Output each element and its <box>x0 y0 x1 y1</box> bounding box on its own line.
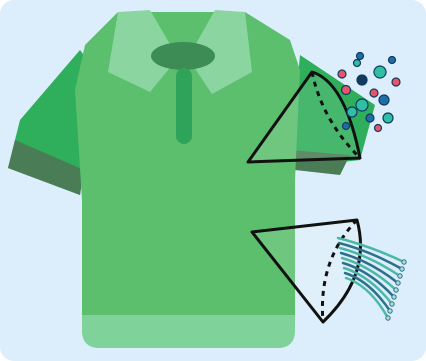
fiber-end <box>400 267 404 271</box>
fiber-end <box>388 309 392 313</box>
particle <box>357 75 367 85</box>
particle <box>347 107 357 117</box>
shirt-hem <box>82 315 295 348</box>
particle <box>389 57 396 64</box>
fiber-end <box>394 288 398 292</box>
particle <box>383 113 393 123</box>
particle <box>357 53 364 60</box>
particle <box>366 114 374 122</box>
fiber-end <box>390 302 394 306</box>
particle <box>342 86 351 95</box>
fiber-end <box>386 316 390 320</box>
particle <box>370 89 378 97</box>
neck-opening <box>151 42 215 70</box>
particle <box>356 99 368 111</box>
particle <box>379 95 389 105</box>
particle <box>354 60 361 67</box>
particle <box>374 66 386 78</box>
fiber-end <box>398 274 402 278</box>
fiber-end <box>396 281 400 285</box>
fiber-end <box>392 295 396 299</box>
particle <box>343 123 350 130</box>
particle <box>375 125 382 132</box>
particle <box>338 70 346 78</box>
fiber-end <box>402 260 406 264</box>
shirt-placket <box>176 68 192 144</box>
particle <box>392 78 400 86</box>
